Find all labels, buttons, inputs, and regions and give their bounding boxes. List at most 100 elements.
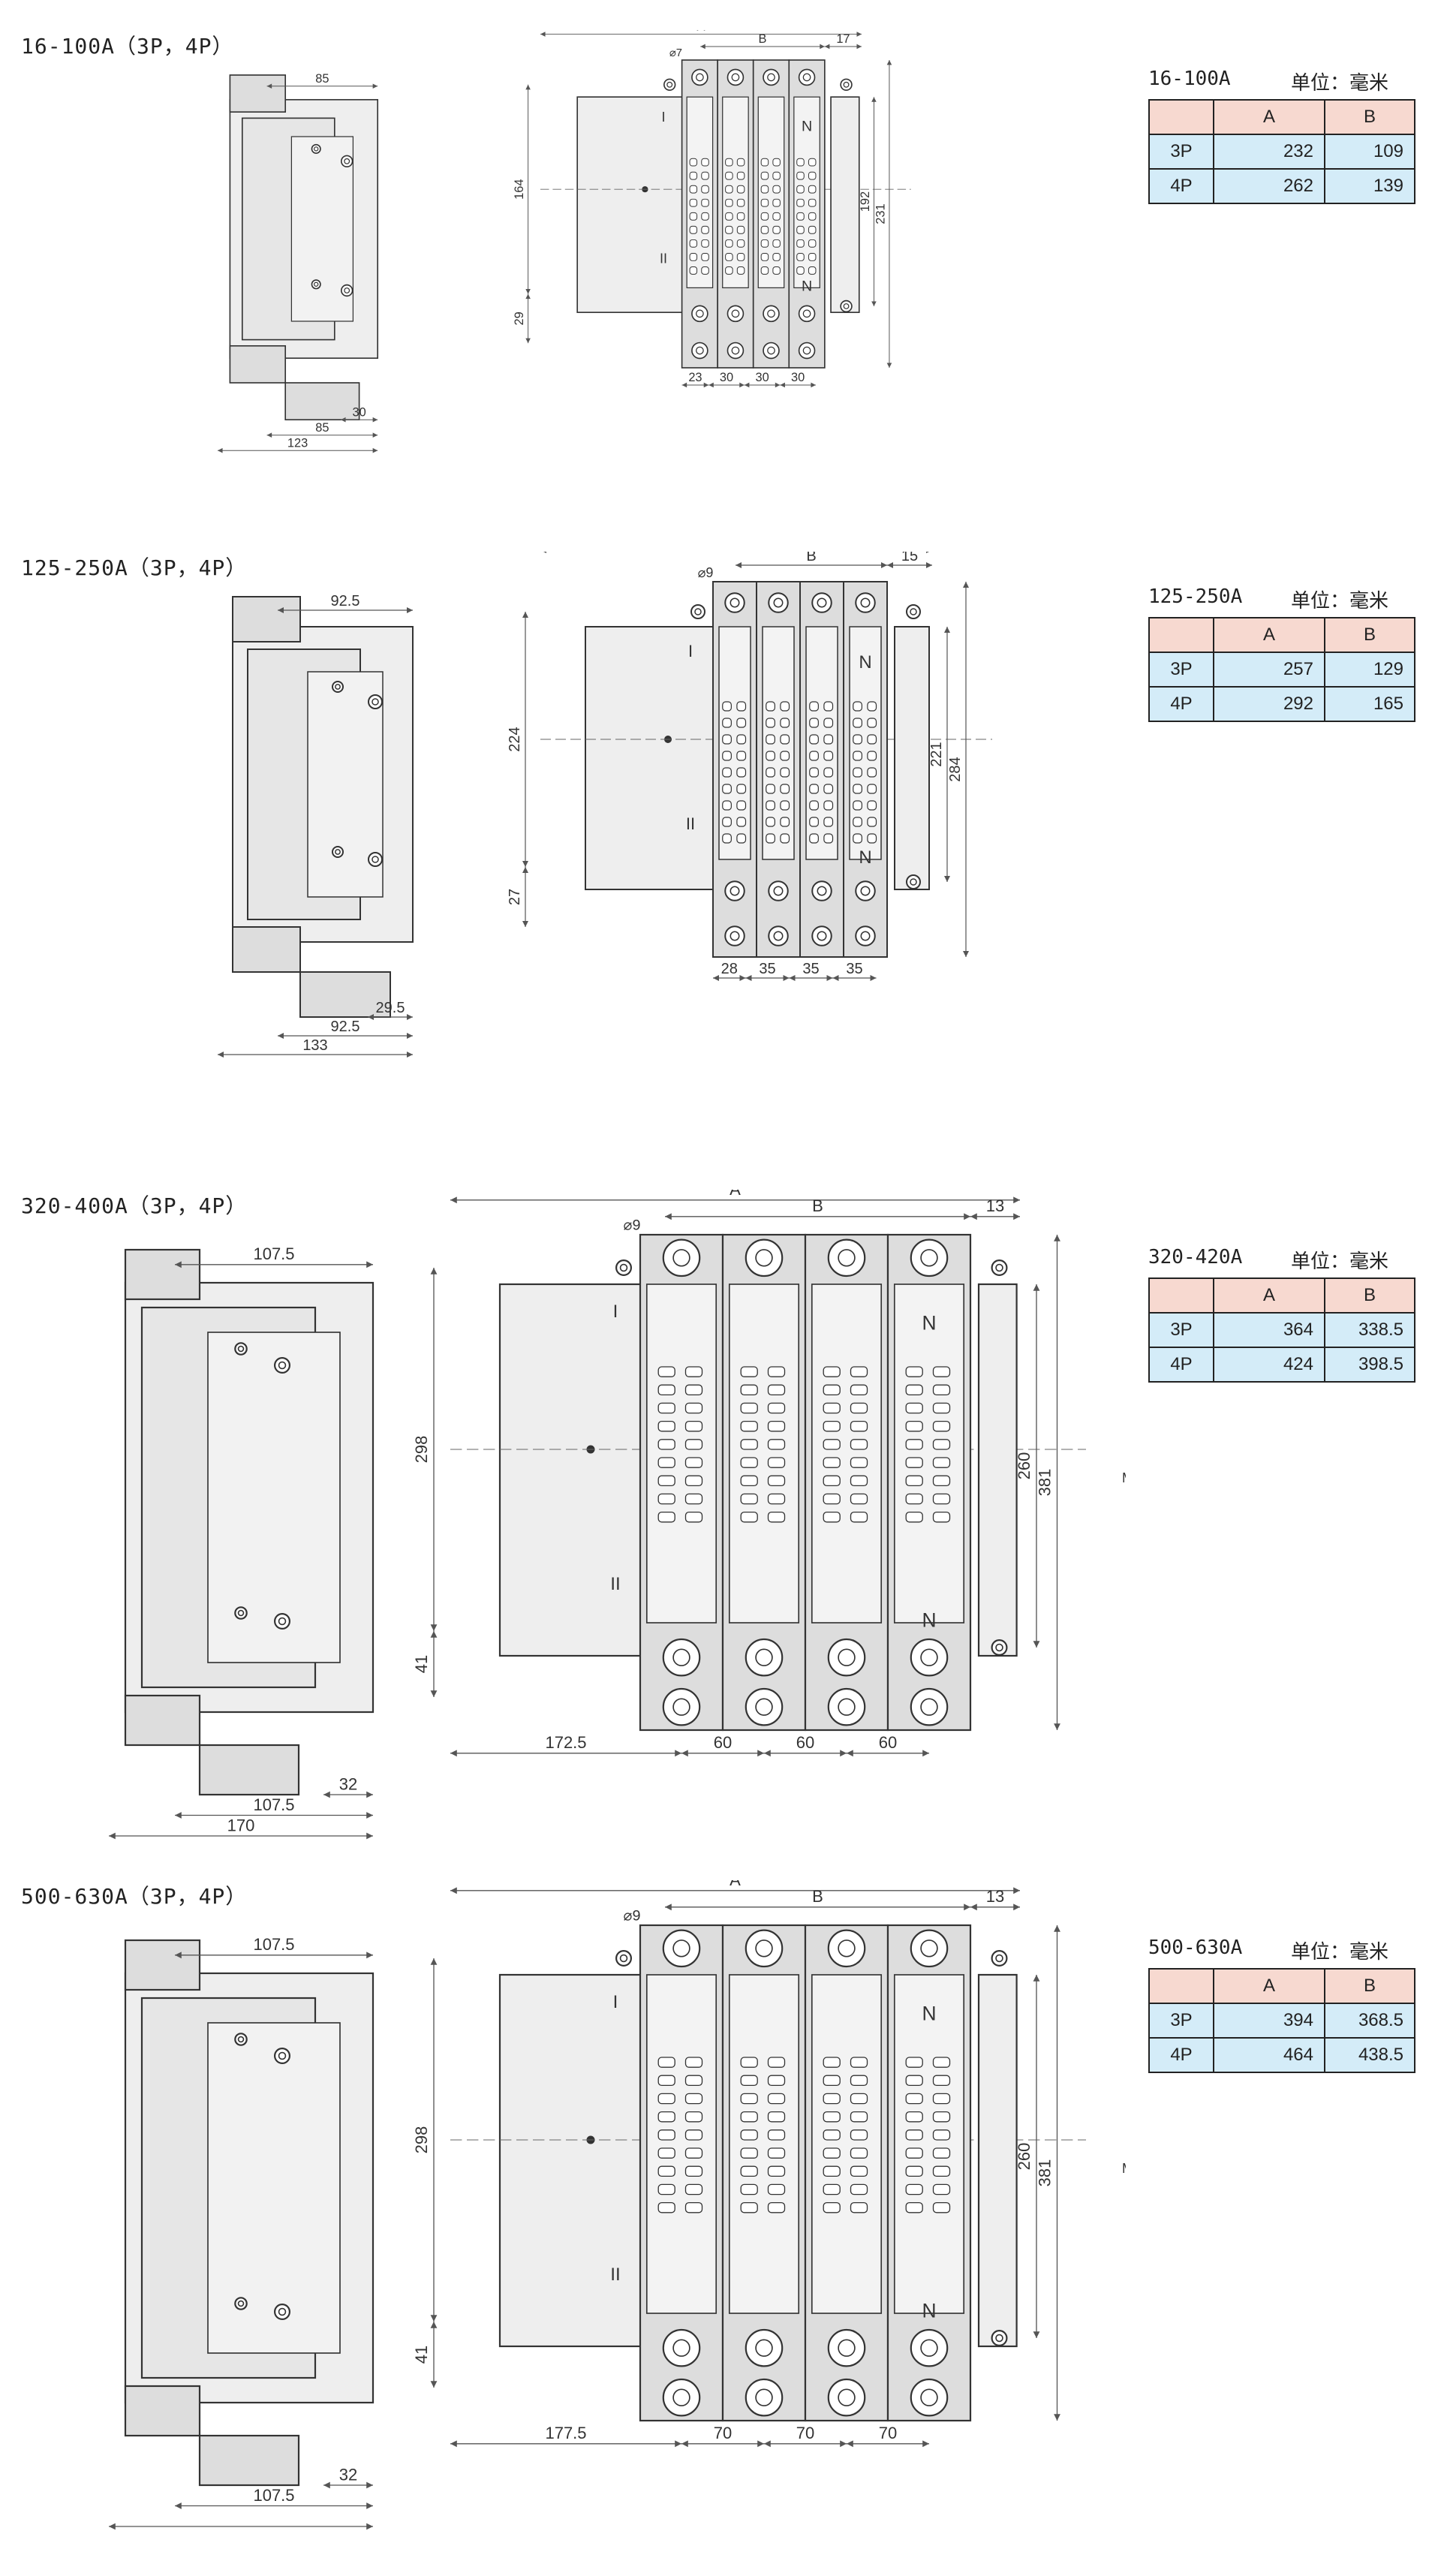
screw-inner xyxy=(755,1940,773,1958)
vent-slot xyxy=(905,1384,923,1396)
vent-slot xyxy=(766,800,775,811)
vent-slot xyxy=(725,239,733,248)
vent-slot xyxy=(657,1420,675,1432)
vent-slot xyxy=(725,158,733,167)
vent-slot xyxy=(657,1402,675,1414)
pole-cover xyxy=(811,1974,883,2314)
vent-slot xyxy=(767,1457,786,1468)
vent-slot xyxy=(850,1366,868,1377)
vent-slot xyxy=(689,158,698,167)
screw-inner xyxy=(731,309,740,318)
vent-slot xyxy=(905,2075,923,2087)
vent-slot xyxy=(772,252,781,261)
position-one-label: I xyxy=(661,110,665,125)
screw-icon xyxy=(691,342,708,360)
unit-label: 单位：毫米 xyxy=(1291,1941,1389,1964)
side-bottom-terminal xyxy=(124,1694,201,1747)
dim-label: 170 xyxy=(227,1816,255,1834)
vent-slot xyxy=(740,2165,758,2177)
vent-slot xyxy=(689,252,698,261)
vent-slot xyxy=(760,266,769,275)
vent-slot xyxy=(725,198,733,207)
vent-slot xyxy=(684,2201,703,2213)
screw-icon xyxy=(745,2328,784,2367)
vent-slot xyxy=(736,185,745,194)
table-cell: 292 xyxy=(1213,686,1325,722)
neutral-pole-label: N xyxy=(922,1312,936,1335)
vent-slot xyxy=(684,1366,703,1377)
vent-slot xyxy=(767,1402,786,1414)
dim-label: 381 xyxy=(1036,1469,1054,1497)
screw-icon xyxy=(811,592,832,613)
vent-slot xyxy=(740,1475,758,1487)
vent-slot xyxy=(722,701,732,712)
table-cell: 394 xyxy=(1213,2003,1325,2039)
screw-icon xyxy=(662,2378,701,2417)
vent-slot xyxy=(689,212,698,221)
dim-label: 70 xyxy=(714,2424,732,2442)
vent-slot xyxy=(736,198,745,207)
dim-label: 35 xyxy=(846,961,862,977)
vent-slot xyxy=(850,1457,868,1468)
vent-slot xyxy=(823,2165,841,2177)
vent-slot xyxy=(689,266,698,275)
vent-slot xyxy=(740,1457,758,1468)
dimension-drawing: 107.5107.532170IIINNAB13⌀929841260381606… xyxy=(109,1190,1126,1840)
screw-inner xyxy=(995,1263,1003,1272)
vent-slot xyxy=(657,2075,675,2087)
vent-slot xyxy=(867,817,877,827)
table-cell: 3P xyxy=(1148,134,1214,170)
screw-inner xyxy=(372,856,379,863)
dim-label: 41 xyxy=(412,2346,431,2364)
vent-slot xyxy=(684,2111,703,2123)
vent-slot xyxy=(767,2057,786,2068)
vent-slot xyxy=(689,198,698,207)
vent-slot xyxy=(823,2057,841,2068)
dim-label: 60 xyxy=(714,1733,732,1752)
screw-icon xyxy=(855,592,876,613)
vent-slot xyxy=(853,701,862,712)
vent-slot xyxy=(722,718,732,728)
vent-slot xyxy=(736,817,747,827)
side-bottom-terminal xyxy=(124,2385,201,2437)
screw-icon xyxy=(234,2033,248,2046)
screw-inner xyxy=(672,2388,690,2406)
dim-label: 92.5 xyxy=(331,1019,360,1035)
table-title: 320-420A xyxy=(1148,1246,1243,1268)
table-cell: 398.5 xyxy=(1324,1347,1415,1383)
vent-slot xyxy=(767,2111,786,2123)
vent-slot xyxy=(740,2147,758,2159)
vent-slot xyxy=(725,252,733,261)
vent-slot xyxy=(657,2111,675,2123)
vent-slot xyxy=(780,718,790,728)
vent-slot xyxy=(809,718,819,728)
table-cell: 424 xyxy=(1213,1347,1325,1383)
vent-slot xyxy=(657,2129,675,2141)
vent-slot xyxy=(740,1384,758,1396)
section-2: 125-250A（3P，4P）92.592.529.5133IIINNAB15⌀… xyxy=(0,552,1441,1190)
screw-inner xyxy=(619,1263,628,1272)
vent-slot xyxy=(823,2129,841,2141)
side-bottom-terminal xyxy=(232,926,301,973)
dim-label: 17 xyxy=(836,32,850,46)
dim-label: B xyxy=(759,32,767,46)
vent-slot xyxy=(684,1439,703,1450)
vent-slot xyxy=(853,833,862,844)
vent-slot xyxy=(867,833,877,844)
vent-slot xyxy=(740,2183,758,2195)
vent-slot xyxy=(767,2093,786,2105)
vent-slot xyxy=(867,767,877,778)
vent-slot xyxy=(905,2147,923,2159)
dim-label: 177.5 xyxy=(545,2424,586,2442)
screw-icon xyxy=(840,299,853,313)
vent-slot xyxy=(684,2075,703,2087)
vent-slot xyxy=(823,1402,841,1414)
vent-slot xyxy=(867,718,877,728)
dim-label: 23 xyxy=(688,371,702,384)
vent-slot xyxy=(823,1457,841,1468)
vent-slot xyxy=(780,751,790,761)
